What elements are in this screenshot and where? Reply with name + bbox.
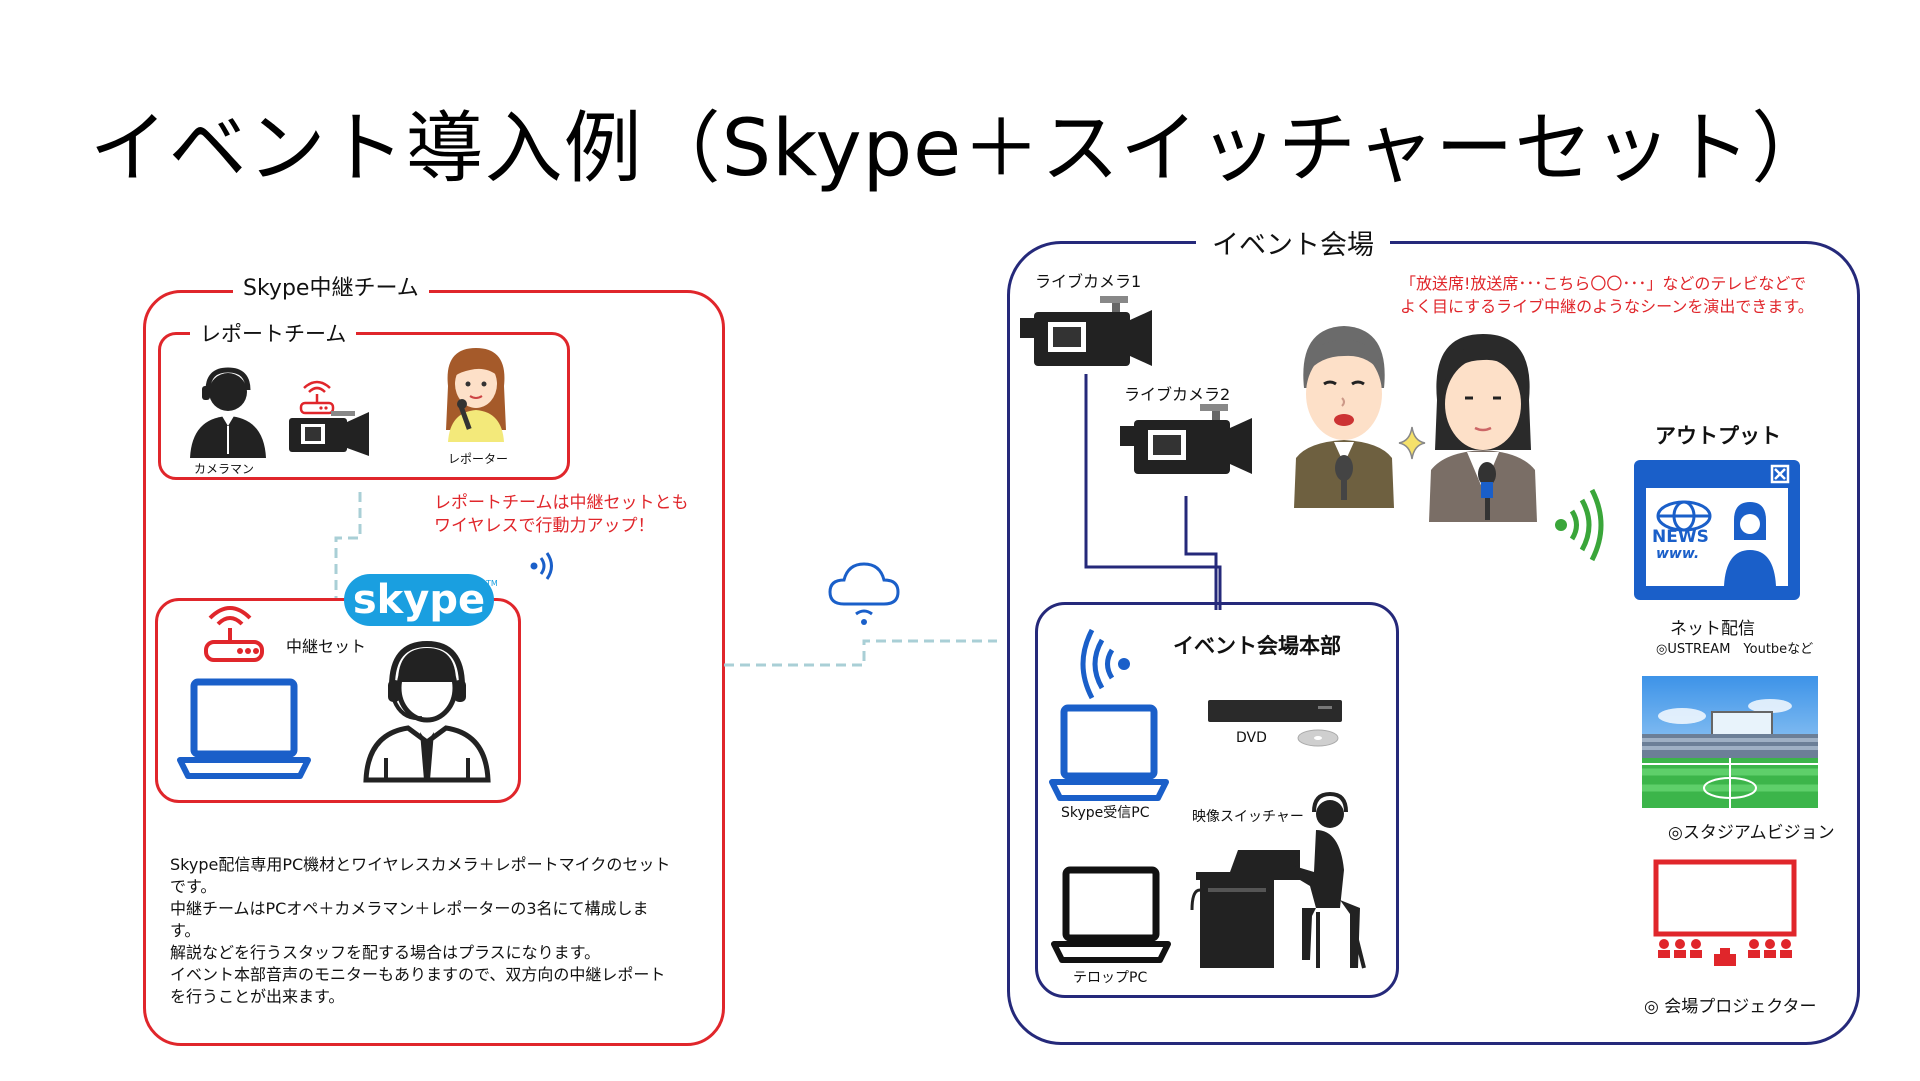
dvd-player-icon (1208, 700, 1342, 747)
skype-relay-team-box (143, 290, 725, 1046)
net-label: ネット配信 (1670, 619, 1755, 639)
description-line2: です。 (170, 877, 217, 896)
telop-pc-icon (1051, 866, 1171, 963)
wireless-camera-icon (289, 380, 369, 456)
svg-text:www.: www. (1656, 546, 1699, 562)
reporter-label: レポーター (448, 452, 509, 466)
pc-operator-icon (363, 640, 491, 783)
stadium-vision-icon (1642, 676, 1818, 808)
wireless-note-line1: レポートチームは中継セットとも (434, 493, 689, 513)
description-line6: イベント本部音声のモニターもありますので、双方向の中継レポート (170, 965, 666, 984)
announcer-man-icon (1294, 326, 1394, 508)
camera1-label: ライブカメラ1 (1035, 272, 1142, 291)
wireless-signal-icon (530, 552, 553, 580)
skype-logo: skype TM (344, 574, 498, 626)
svg-text:skype: skype (353, 577, 485, 623)
skype-receive-pc-icon (1049, 704, 1169, 801)
reporter-icon (446, 348, 506, 442)
description-line4: す。 (170, 921, 201, 940)
svg-text:NEWS: NEWS (1652, 527, 1709, 547)
laptop-icon (177, 678, 311, 779)
wireless-note-line2: ワイヤレスで行動力アップ！ (434, 516, 655, 536)
announcer-woman-icon (1429, 334, 1537, 522)
projector-label: ◎ 会場プロジェクター (1644, 997, 1817, 1017)
cloud-icon (828, 562, 900, 625)
event-venue-label: イベント会場 (1196, 223, 1390, 262)
video-switcher-icon (1190, 791, 1366, 969)
wireless-output-icon (1555, 488, 1604, 562)
news-monitor-icon: NEWS www. (1634, 460, 1800, 600)
scene-note-line1: 「放送席!放送席･･･こちら〇〇･･･」などのテレビなどで (1400, 274, 1807, 293)
router-icon (204, 606, 264, 662)
report-team-box (158, 332, 570, 480)
sparkle-icon (1398, 426, 1426, 460)
description-line3: 中継チームはPCオペ＋カメラマン＋レポーターの3名にて構成しま (170, 899, 649, 918)
description-line1: Skype配信専用PC機材とワイヤレスカメラ＋レポートマイクのセット (170, 855, 671, 874)
description-line5: 解説などを行うスタッフを配する場合はプラスになります。 (170, 943, 601, 962)
live-camera1-icon (1020, 296, 1152, 366)
hq-wireless-icon (1080, 628, 1130, 700)
report-relay-connector (334, 492, 362, 598)
cameraman-icon (190, 367, 266, 458)
event-venue-box (1007, 241, 1860, 1045)
page-title: イベント導入例（Skype＋スイッチャーセット） (89, 104, 1831, 194)
net-sub-label: ◎USTREAM Youtbeなど (1656, 642, 1814, 657)
relay-set-label: 中継セット (286, 637, 367, 656)
event-hq-label: イベント会場本部 (1173, 634, 1341, 658)
scene-note-line2: よく目にするライブ中継のようなシーンを演出できます。 (1400, 297, 1814, 316)
telop-pc-label: テロップPC (1073, 970, 1148, 986)
skype-relay-team-label: Skype中継チーム (233, 270, 429, 302)
venue-projector-icon (1653, 859, 1797, 966)
skype-receive-pc-label: Skype受信PC (1061, 805, 1150, 821)
event-hq-box (1035, 602, 1399, 998)
relay-set-box (155, 598, 521, 803)
stadium-label: ◎スタジアムビジョン (1668, 823, 1835, 843)
camera2-label: ライブカメラ2 (1124, 385, 1231, 404)
output-label: アウトプット (1655, 424, 1781, 448)
switcher-label: 映像スイッチャー (1192, 809, 1304, 825)
cameraman-label: カメラマン (194, 462, 255, 476)
description-line7: を行うことが出来ます。 (170, 987, 345, 1006)
svg-text:TM: TM (485, 579, 498, 588)
live-camera2-icon (1120, 404, 1252, 474)
cloud-connector (724, 639, 997, 667)
camera-cables (1084, 374, 1222, 610)
report-team-label: レポートチーム (190, 318, 357, 348)
dvd-label: DVD (1236, 730, 1267, 746)
